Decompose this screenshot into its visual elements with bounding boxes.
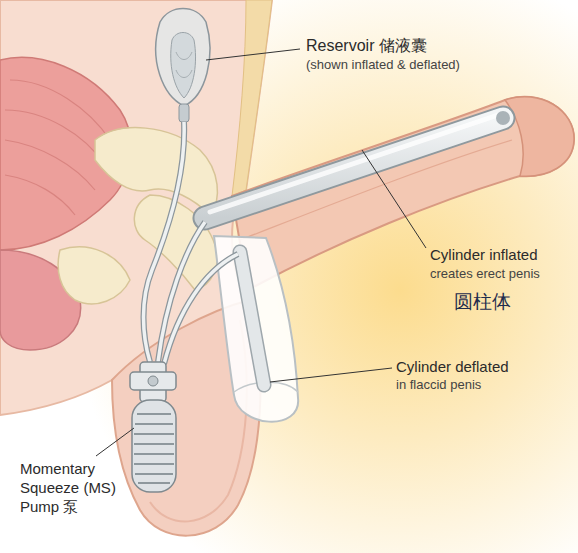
reservoir-folds bbox=[176, 52, 192, 78]
fat-layer bbox=[232, 0, 272, 196]
glans bbox=[505, 97, 574, 177]
reservoir-deflated bbox=[171, 33, 196, 99]
pump-bulb bbox=[132, 400, 176, 492]
pump-valve bbox=[148, 376, 158, 386]
part-note-box: in flaccid penis bbox=[396, 377, 481, 393]
pump-ribs bbox=[134, 414, 174, 483]
part-note: creates erect penis bbox=[430, 266, 540, 282]
pump bbox=[130, 362, 176, 492]
part-label-chinese: 圆柱体 bbox=[454, 290, 511, 314]
pump-block bbox=[130, 372, 176, 390]
part-label: Cylinder deflated bbox=[396, 358, 509, 377]
reservoir-neck bbox=[179, 104, 189, 122]
pubic-bone bbox=[58, 247, 130, 304]
leader-line bbox=[96, 428, 134, 456]
leader-lines bbox=[96, 49, 426, 456]
part-label: Reservoir 储液囊 bbox=[306, 36, 427, 56]
part-note-box: creates erect penis bbox=[430, 266, 540, 282]
part-label-box: Cylinder deflated bbox=[396, 358, 509, 377]
cylinder-inflated bbox=[205, 118, 503, 218]
leader-line bbox=[362, 150, 426, 248]
part-note: in flaccid penis bbox=[396, 377, 481, 393]
part-label: Momentary Squeeze (MS) Pump 泵 bbox=[20, 460, 124, 516]
tube-edge bbox=[164, 254, 238, 364]
part-label: Cylinder inflated bbox=[430, 246, 538, 265]
leader-line bbox=[270, 368, 392, 382]
reservoir bbox=[156, 9, 210, 123]
part-label-box: Momentary Squeeze (MS) Pump 泵 bbox=[20, 460, 124, 516]
part-label-box: Cylinder inflated bbox=[430, 246, 538, 265]
part-note: (shown inflated & deflated) bbox=[306, 57, 460, 73]
reservoir-inflated bbox=[156, 9, 210, 107]
tube bbox=[164, 254, 238, 364]
cylinder-tip bbox=[496, 111, 510, 125]
tubing bbox=[144, 122, 239, 364]
part-label-box: Reservoir 储液囊 bbox=[306, 36, 427, 56]
part-note-box: (shown inflated & deflated) bbox=[306, 57, 460, 73]
cylinder-inflated-edge bbox=[205, 118, 503, 218]
cylinder-deflated bbox=[240, 252, 264, 385]
cylinder-highlight bbox=[210, 115, 498, 212]
part-label-chinese-box: 圆柱体 bbox=[454, 290, 511, 314]
cylinder-deflated-edge bbox=[240, 252, 264, 385]
leader-line bbox=[206, 49, 300, 60]
